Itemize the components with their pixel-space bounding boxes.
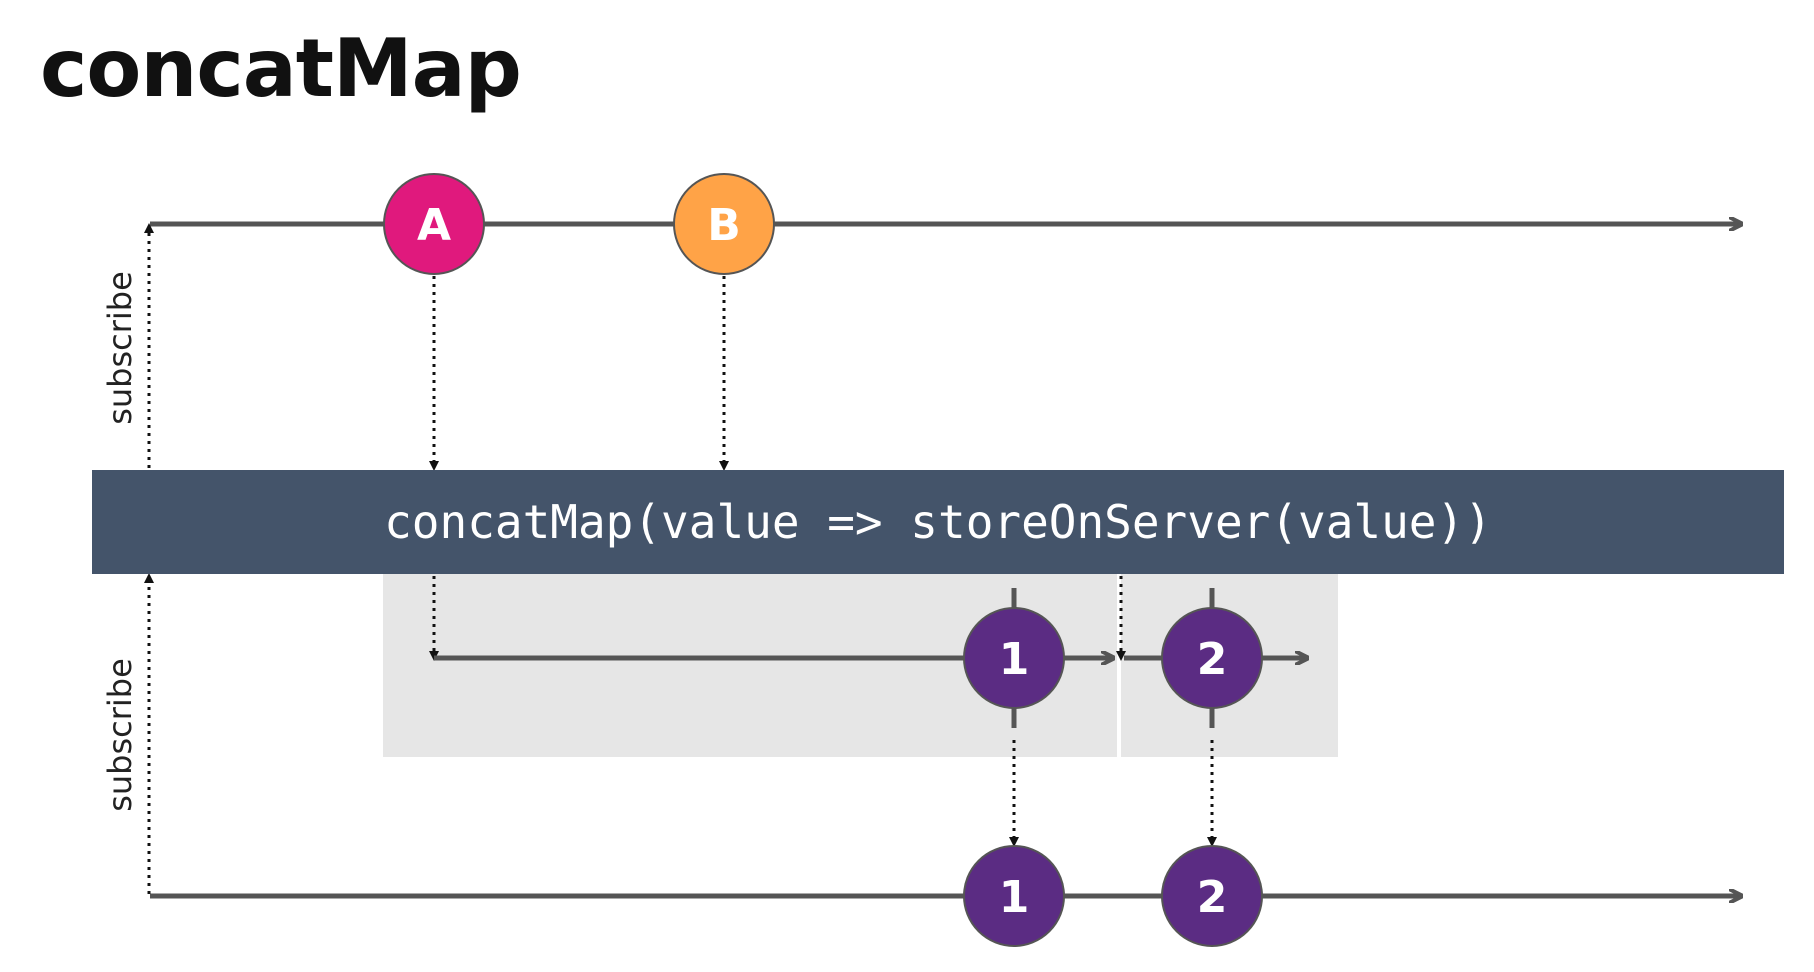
inner-marble-2-circle — [1161, 607, 1263, 709]
page-title: concatMap — [40, 22, 522, 115]
source-marble-a-circle — [383, 173, 485, 275]
output-marble-2-circle — [1161, 845, 1263, 947]
subscribe-label-top: subscribe — [101, 271, 139, 425]
inner-marble-2: 2 — [1161, 607, 1263, 709]
output-marble-2-label: 2 — [1197, 872, 1228, 923]
source-marble-b-circle — [673, 173, 775, 275]
output-marble-2: 2 — [1161, 845, 1263, 947]
subscribe-label-bottom: subscribe — [101, 658, 139, 812]
operator-label: concatMap(value => storeOnServer(value)) — [384, 495, 1492, 549]
inner-marble-1-circle — [963, 607, 1065, 709]
inner-marble-1: 1 — [963, 607, 1065, 709]
source-marble-a-label: A — [417, 200, 451, 251]
source-marble-b-label: B — [707, 200, 741, 251]
output-marble-1: 1 — [963, 845, 1065, 947]
output-marble-1-circle — [963, 845, 1065, 947]
source-marble-a: A — [383, 173, 485, 275]
output-marble-1-label: 1 — [999, 872, 1030, 923]
inner-marble-2-label: 2 — [1197, 634, 1228, 685]
operator-box: concatMap(value => storeOnServer(value)) — [92, 470, 1784, 574]
source-marble-b: B — [673, 173, 775, 275]
inner-marble-1-label: 1 — [999, 634, 1030, 685]
